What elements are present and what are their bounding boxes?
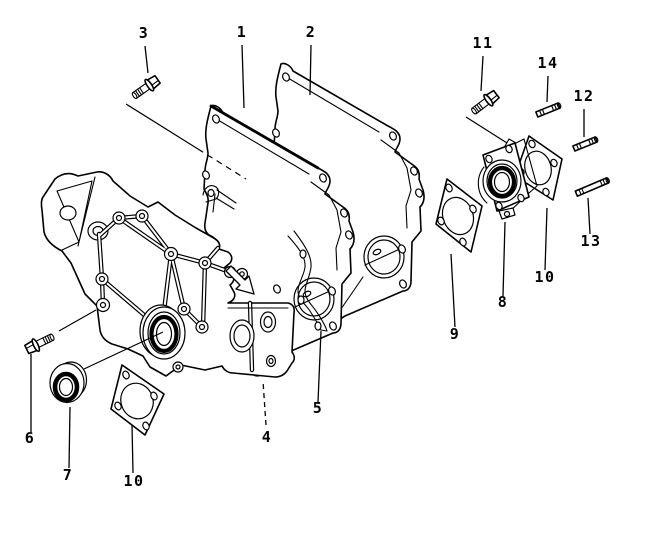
leader-4: [262, 380, 267, 426]
seal-7-pointer-line: [83, 331, 164, 370]
part-4-timing-chain-cover: [40, 171, 296, 378]
leader-8: [502, 221, 506, 297]
callout-label-8: 8: [498, 293, 509, 311]
part-8-seal-retainer-housing: [477, 138, 538, 220]
callout-label-3: 3: [139, 24, 150, 42]
part-14-stud: [535, 101, 563, 118]
part-3-bolt: [128, 73, 163, 103]
callout-label-7: 7: [63, 466, 74, 484]
leader-9: [450, 253, 456, 328]
bolt-11-pointer-line: [465, 116, 508, 144]
wing-opening: [59, 205, 77, 221]
part-5-cover-gasket-edge: [202, 185, 328, 332]
part-10-gasket-plate-bottom: [110, 364, 165, 436]
callout-label-1: 1: [237, 23, 248, 41]
leader-14: [546, 75, 549, 103]
leader-3: [144, 45, 149, 74]
bolt-3-pointer-line: [125, 103, 199, 150]
cover-crank-bore: [139, 304, 186, 360]
cover-pump-housing: [227, 300, 289, 373]
part-13-stud: [574, 176, 611, 197]
leader-13: [587, 197, 591, 235]
callout-label-9: 9: [450, 325, 461, 343]
part-9-retainer-gasket: [435, 178, 483, 253]
callout-label-6: 6: [25, 429, 36, 447]
leader-2: [309, 44, 312, 96]
callout-label-11: 11: [472, 34, 493, 52]
callout-leaders: [30, 44, 591, 474]
direction-arrow: [225, 265, 255, 295]
part-1-front-cover-gasket: [200, 104, 355, 377]
callout-label-10-bottom: 10: [123, 472, 144, 490]
callout-label-4: 4: [262, 428, 273, 446]
cover-ribs: [96, 213, 233, 330]
leader-7: [68, 406, 71, 469]
leader-1: [241, 44, 245, 109]
gasket-1-thick-edge: [209, 104, 320, 170]
callout-label-13: 13: [580, 232, 601, 250]
callout-label-10-right: 10: [534, 268, 555, 286]
part-7-oil-seal: [49, 361, 88, 404]
bolt-3-pointer-line-dashed: [197, 148, 247, 180]
callout-label-12: 12: [573, 87, 594, 105]
part-6-bolt: [23, 329, 58, 357]
callout-label-14: 14: [537, 54, 558, 72]
leader-10-right: [544, 207, 548, 271]
callout-label-5: 5: [313, 399, 324, 417]
callout-labels: 1 2 3 4 5 6 7 8 9 10 10 11 12 13 14: [25, 23, 601, 490]
part-11-bolt: [467, 87, 502, 119]
leader-11: [480, 55, 484, 92]
leader-10-bottom: [131, 424, 134, 474]
part-12-stud: [572, 135, 600, 152]
bolt-6-pointer-line: [58, 309, 97, 332]
leader-5: [317, 330, 322, 403]
callout-label-2: 2: [306, 23, 317, 41]
part-10-gasket-plate-right: [514, 135, 563, 201]
